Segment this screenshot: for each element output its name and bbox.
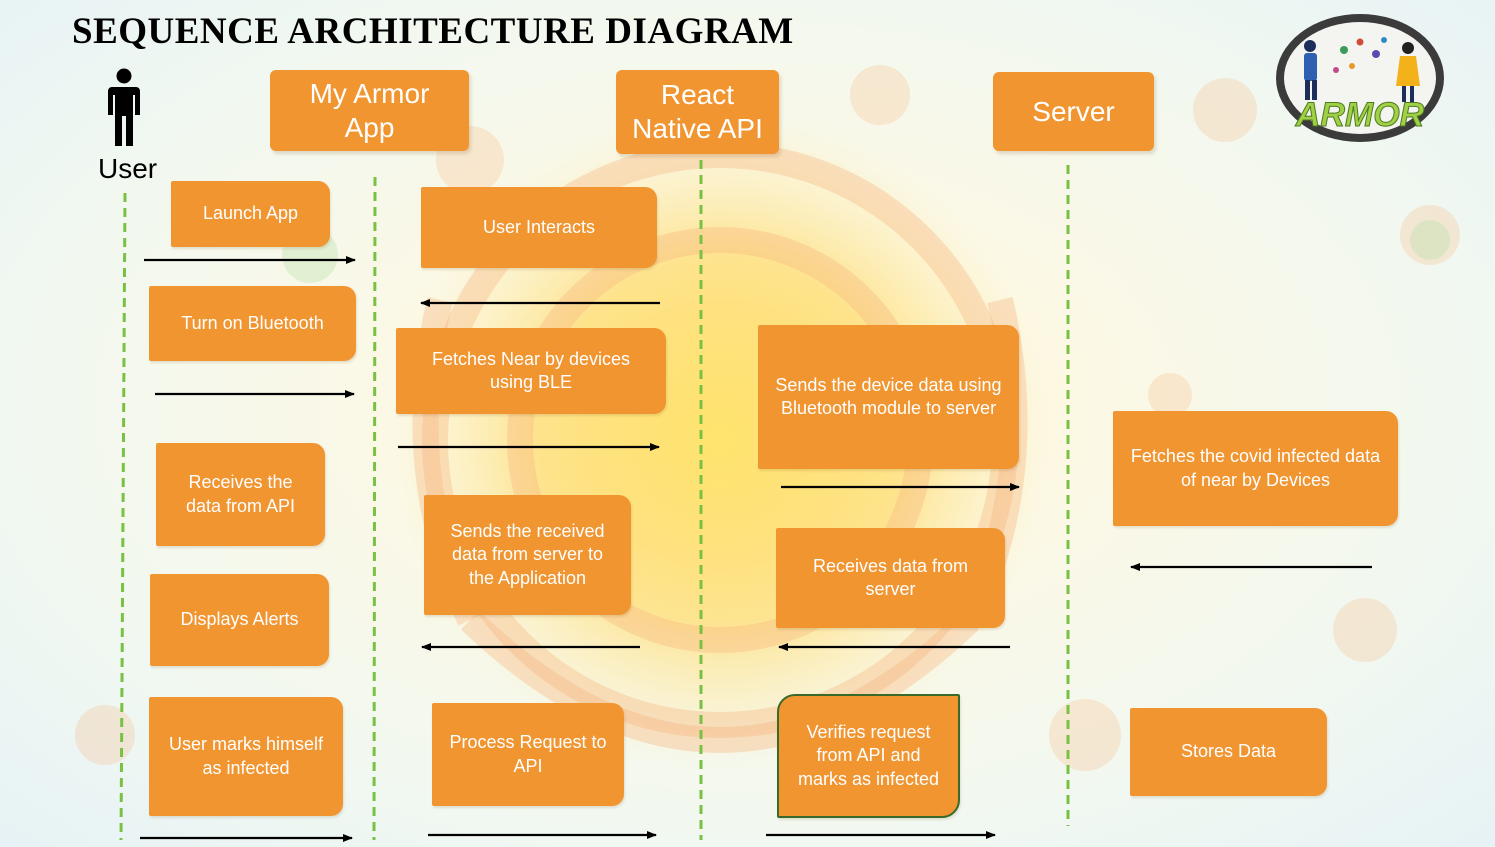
step-fetches-covid-data: Fetches the covid infected data of near …	[1113, 411, 1398, 526]
lane-header-app: My Armor App	[270, 70, 469, 151]
armor-logo: ARMOR	[1276, 14, 1444, 142]
step-receives-data-from-api: Receives the data from API	[156, 443, 325, 546]
step-user-marks-infected: User marks himself as infected	[149, 697, 343, 816]
logo-text: ARMOR	[1295, 96, 1425, 134]
person-icon	[108, 68, 140, 146]
actor-label-user: User	[98, 153, 158, 184]
step-verifies-request: Verifies request from API and marks as i…	[777, 694, 960, 818]
step-receives-data-from-server: Receives data from server	[776, 528, 1005, 628]
step-launch-app: Launch App	[171, 181, 330, 247]
lane-header-server: Server	[993, 72, 1154, 151]
step-sends-device-data: Sends the device data using Bluetooth mo…	[758, 325, 1019, 469]
step-displays-alerts: Displays Alerts	[150, 574, 329, 666]
lane-header-api: React Native API	[616, 70, 779, 154]
step-fetches-nearby-devices: Fetches Near by devices using BLE	[396, 328, 666, 414]
diagram-title: SEQUENCE ARCHITECTURE DIAGRAM	[72, 11, 794, 52]
step-turn-on-bluetooth: Turn on Bluetooth	[149, 286, 356, 361]
step-process-request: Process Request to API	[432, 703, 624, 806]
step-sends-received-data: Sends the received data from server to t…	[424, 495, 631, 615]
step-stores-data: Stores Data	[1130, 708, 1327, 796]
step-user-interacts: User Interacts	[421, 187, 657, 268]
